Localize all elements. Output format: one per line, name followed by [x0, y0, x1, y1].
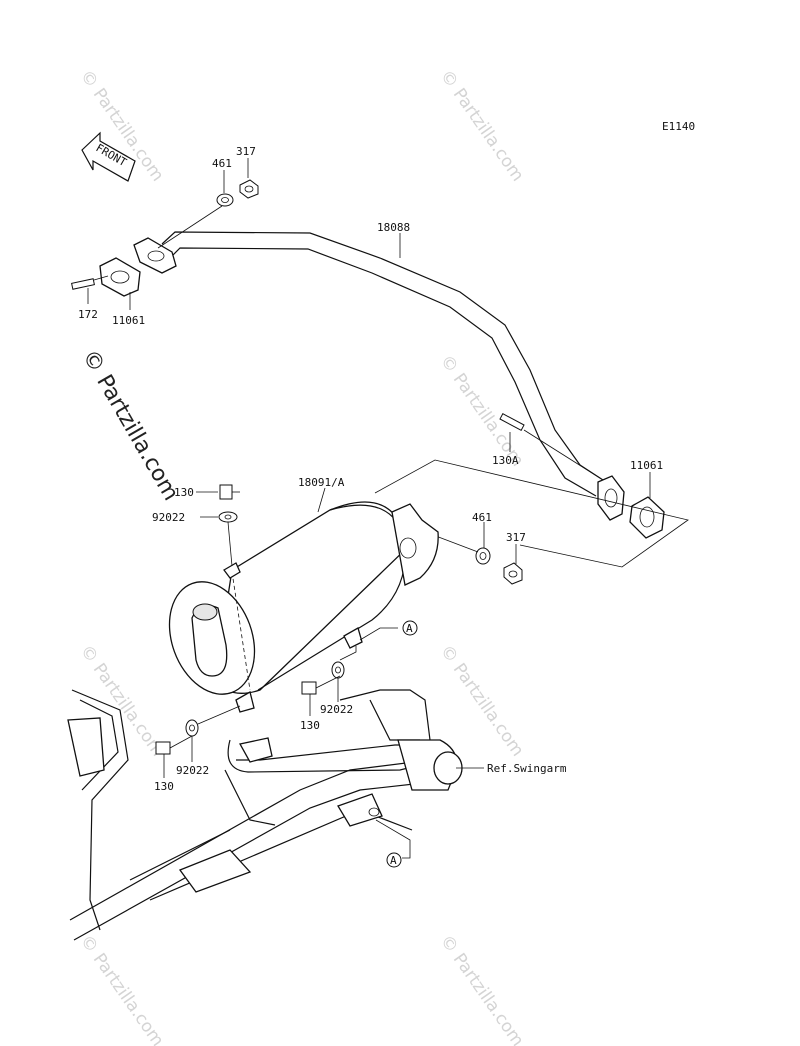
label-130-low[interactable]: 130	[154, 780, 174, 793]
gasket-front	[99, 257, 141, 297]
pipe-rear-flange	[597, 475, 625, 521]
nut-317-top-icon	[239, 179, 259, 199]
label-ref-swingarm: Ref.Swingarm	[487, 762, 567, 775]
label-92022-top[interactable]: 92022	[152, 511, 185, 524]
diagram-code: E1140	[662, 120, 695, 133]
gasket-rear	[629, 496, 665, 539]
label-92022-low[interactable]: 92022	[176, 764, 209, 777]
leader-lines	[87, 158, 651, 778]
muffler	[168, 501, 439, 713]
exhaust-pipe	[133, 231, 625, 521]
label-130-top[interactable]: 130	[174, 486, 194, 499]
pipe-front-flange	[133, 237, 177, 274]
label-130a[interactable]: 130A	[492, 454, 519, 467]
label-11061-right[interactable]: 11061	[630, 459, 663, 472]
callout-a-upper-label: A	[406, 622, 413, 635]
washer-92022-mid-icon	[331, 661, 345, 679]
callout-a-lower: A	[386, 852, 402, 868]
washer-92022-low-icon	[185, 719, 199, 737]
callout-a-lower-label: A	[390, 854, 397, 867]
washer-461-mid-icon	[475, 547, 491, 565]
label-461-mid[interactable]: 461	[472, 511, 492, 524]
bolt-172-icon	[71, 275, 109, 290]
label-11061-left[interactable]: 11061	[112, 314, 145, 327]
watermark-5: © Partzilla.com	[436, 641, 528, 760]
washer-92022-top-icon	[218, 511, 238, 523]
label-317-mid[interactable]: 317	[506, 531, 526, 544]
bolt-130-top-icon	[219, 484, 240, 500]
bolt-130-low-icon	[155, 735, 193, 755]
watermark-6: © Partzilla.com	[76, 931, 168, 1046]
bolt-130a-icon	[499, 413, 601, 479]
nut-317-mid-icon	[503, 562, 523, 585]
callout-a-upper: A	[402, 620, 418, 636]
muffler-inlet	[391, 503, 439, 586]
label-172[interactable]: 172	[78, 308, 98, 321]
muffler-bracket-mid	[343, 627, 363, 649]
frame-muffler-bracket	[239, 737, 273, 763]
label-18091a[interactable]: 18091/A	[298, 476, 345, 489]
frame-structure	[67, 689, 463, 941]
assembly-plane	[374, 459, 689, 568]
label-18088[interactable]: 18088	[377, 221, 410, 234]
watermark-7: © Partzilla.com	[436, 931, 528, 1046]
label-461-top[interactable]: 461	[212, 157, 232, 170]
washer-461-top-icon	[216, 193, 234, 207]
muffler-bracket-low	[235, 691, 255, 713]
label-317-top[interactable]: 317	[236, 145, 256, 158]
bolt-130-mid-icon	[301, 675, 341, 695]
watermark-3: © Partzilla.com	[436, 351, 528, 470]
part-labels: 317 461 18088 172 11061 130A 11061 18091…	[78, 145, 663, 793]
watermark-2: © Partzilla.com	[436, 66, 528, 185]
frame-lower-bracket	[337, 793, 383, 827]
copyright-watermark: © Partzilla.com	[77, 346, 184, 506]
label-130-mid[interactable]: 130	[300, 719, 320, 732]
label-92022-mid[interactable]: 92022	[320, 703, 353, 716]
